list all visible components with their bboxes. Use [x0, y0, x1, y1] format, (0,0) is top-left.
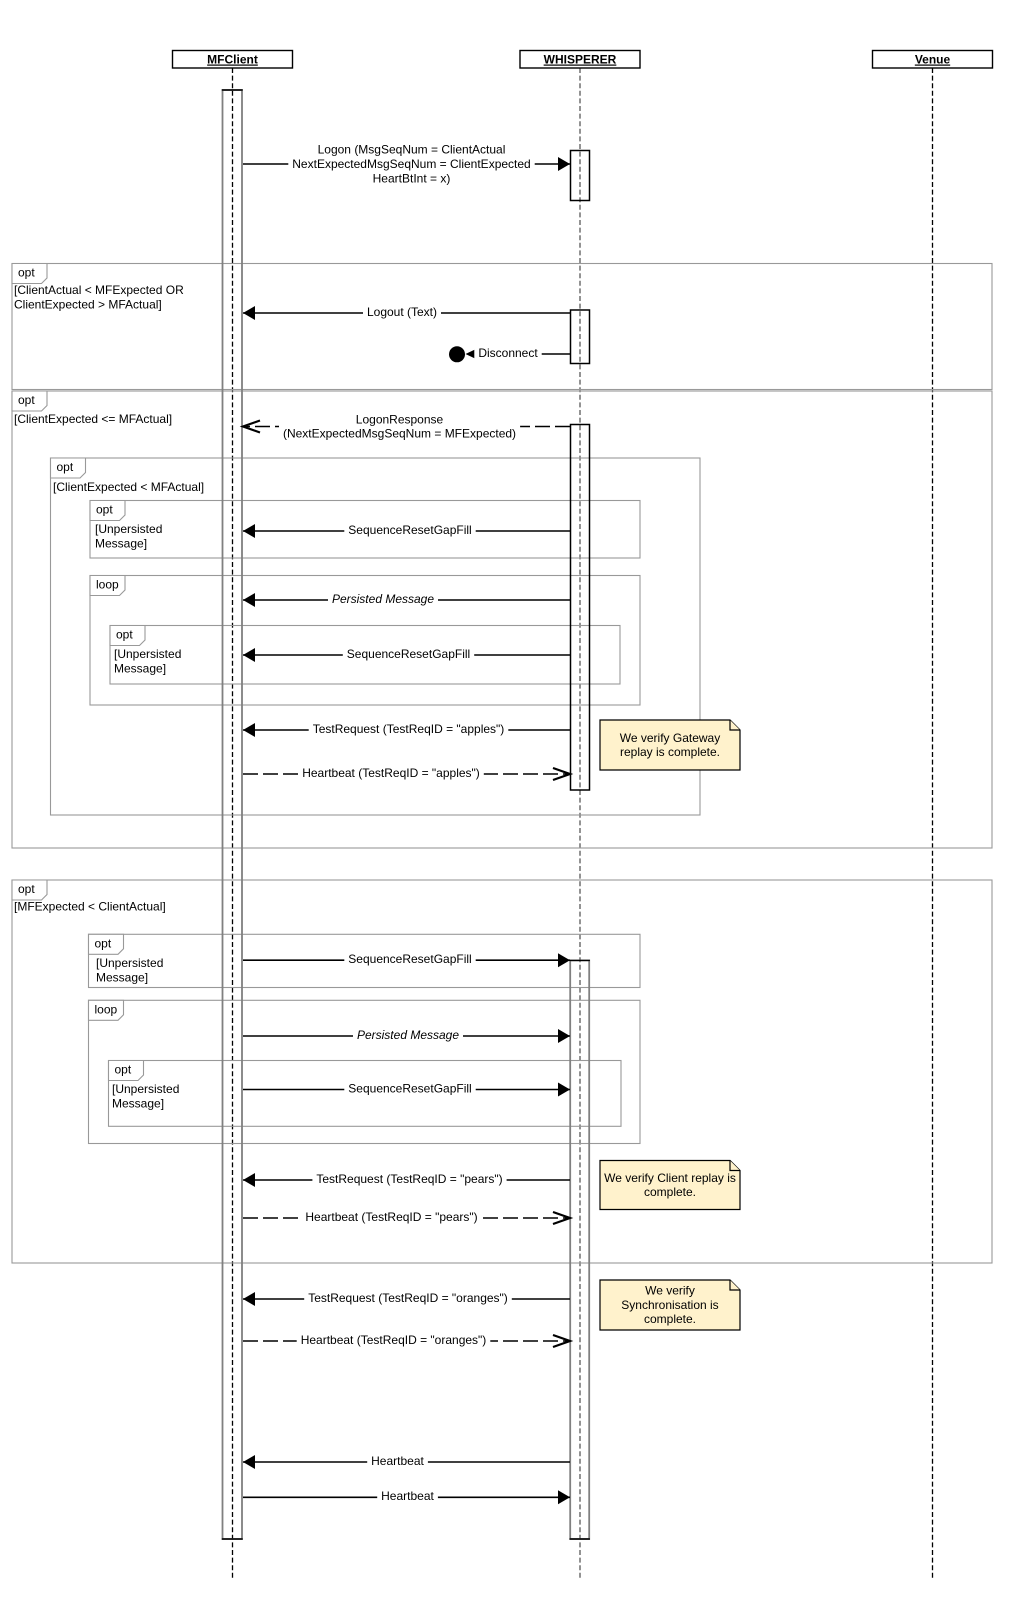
svg-text:SequenceResetGapFill: SequenceResetGapFill: [348, 523, 471, 537]
svg-text:opt: opt: [96, 503, 113, 517]
svg-text:opt: opt: [18, 393, 35, 407]
svg-text:Heartbeat (TestReqID = "pears": Heartbeat (TestReqID = "pears"): [305, 1210, 477, 1224]
svg-text:Venue: Venue: [915, 53, 951, 67]
svg-text:TestRequest (TestReqID = "oran: TestRequest (TestReqID = "oranges"): [308, 1291, 508, 1305]
svg-text:Persisted Message: Persisted Message: [357, 1028, 459, 1042]
svg-text:[ClientExpected <= MFActual]: [ClientExpected <= MFActual]: [14, 412, 172, 426]
svg-text:Heartbeat: Heartbeat: [381, 1489, 434, 1503]
svg-text:Message]: Message]: [95, 537, 147, 551]
svg-text:complete.: complete.: [644, 1185, 696, 1199]
svg-text:Message]: Message]: [112, 1097, 164, 1111]
svg-text:Heartbeat: Heartbeat: [371, 1454, 424, 1468]
svg-text:loop: loop: [95, 1002, 118, 1016]
svg-text:Heartbeat (TestReqID = "orange: Heartbeat (TestReqID = "oranges"): [301, 1333, 487, 1347]
svg-text:SequenceResetGapFill: SequenceResetGapFill: [348, 952, 471, 966]
svg-text:Heartbeat (TestReqID = "apples: Heartbeat (TestReqID = "apples"): [302, 766, 480, 780]
svg-text:[ClientActual < MFExpected OR: [ClientActual < MFExpected OR: [14, 283, 184, 297]
svg-text:NextExpectedMsgSeqNum = Client: NextExpectedMsgSeqNum = ClientExpected: [292, 157, 530, 171]
svg-text:LogonResponse: LogonResponse: [356, 412, 444, 426]
svg-text:WHISPERER: WHISPERER: [544, 53, 617, 67]
svg-text:Persisted Message: Persisted Message: [332, 592, 434, 606]
svg-text:opt: opt: [57, 460, 74, 474]
svg-text:[Unpersisted: [Unpersisted: [95, 522, 162, 536]
svg-text:ClientExpected > MFActual]: ClientExpected > MFActual]: [14, 298, 162, 312]
svg-text:opt: opt: [18, 266, 35, 280]
svg-text:SequenceResetGapFill: SequenceResetGapFill: [347, 647, 470, 661]
svg-text:[Unpersisted: [Unpersisted: [96, 956, 163, 970]
svg-text:Message]: Message]: [114, 662, 166, 676]
svg-text:opt: opt: [95, 936, 112, 950]
svg-text:We verify: We verify: [645, 1284, 695, 1298]
svg-text:[ClientExpected < MFActual]: [ClientExpected < MFActual]: [53, 480, 204, 494]
svg-text:opt: opt: [116, 628, 133, 642]
svg-text:We verify Client replay is: We verify Client replay is: [604, 1171, 736, 1185]
svg-text:opt: opt: [18, 882, 35, 896]
svg-text:TestRequest (TestReqID = "appl: TestRequest (TestReqID = "apples"): [313, 722, 505, 736]
svg-text:opt: opt: [115, 1063, 132, 1077]
svg-text:[MFExpected < ClientActual]: [MFExpected < ClientActual]: [14, 900, 166, 914]
svg-text:replay is complete.: replay is complete.: [620, 745, 720, 759]
svg-text:Message]: Message]: [96, 971, 148, 985]
svg-text:[Unpersisted: [Unpersisted: [114, 647, 181, 661]
svg-text:loop: loop: [96, 578, 119, 592]
svg-text:We verify Gateway: We verify Gateway: [620, 731, 720, 745]
svg-text:Logout (Text): Logout (Text): [367, 305, 437, 319]
svg-text:Disconnect: Disconnect: [478, 346, 538, 360]
svg-text:MFClient: MFClient: [207, 53, 258, 67]
svg-text:TestRequest (TestReqID = "pear: TestRequest (TestReqID = "pears"): [316, 1172, 502, 1186]
svg-text:Logon (MsgSeqNum = ClientActua: Logon (MsgSeqNum = ClientActual: [318, 143, 506, 157]
svg-text:HeartBtInt = x): HeartBtInt = x): [373, 171, 451, 185]
svg-text:[Unpersisted: [Unpersisted: [112, 1082, 179, 1096]
svg-text:complete.: complete.: [644, 1312, 696, 1326]
svg-text:(NextExpectedMsgSeqNum = MFExp: (NextExpectedMsgSeqNum = MFExpected): [283, 427, 516, 441]
svg-text:SequenceResetGapFill: SequenceResetGapFill: [348, 1081, 471, 1095]
svg-text:Synchronisation is: Synchronisation is: [621, 1298, 718, 1312]
